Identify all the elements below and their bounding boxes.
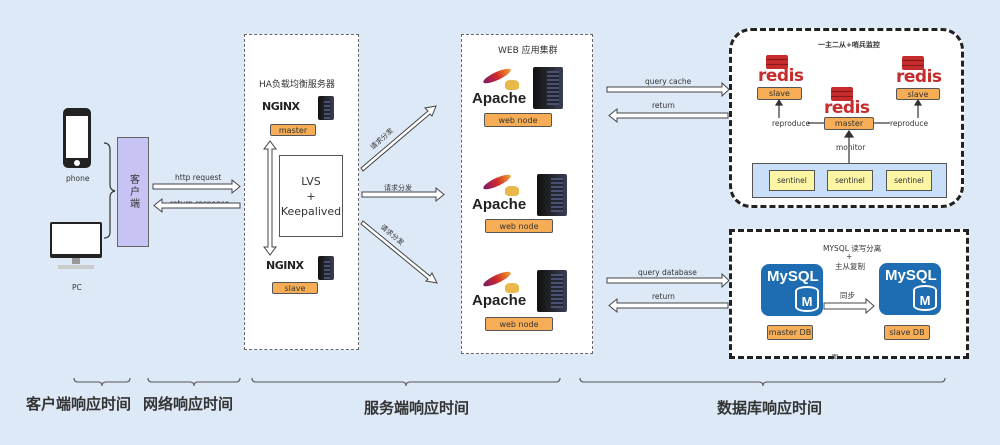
dispatch-label-mid: 请求分发 xyxy=(384,184,412,192)
mysql-logo-text: MySQL xyxy=(767,268,819,285)
device-brace xyxy=(103,142,116,239)
mysql-master-icon: MySQL M xyxy=(761,264,823,316)
redis-stack-icon xyxy=(902,56,924,70)
brace-network xyxy=(147,377,241,387)
smartphone-icon xyxy=(63,108,91,168)
server-icon xyxy=(533,67,563,109)
mysql-slave-icon: MySQL M xyxy=(879,263,941,315)
master-db-label: master DB xyxy=(767,325,813,340)
query-cache-arrow xyxy=(606,81,730,98)
master-label: master xyxy=(270,124,316,136)
load-balancer-title: HA负载均衡服务器 xyxy=(259,80,335,90)
client-box-label: 客户端 xyxy=(127,174,139,210)
apache-logo: Apache xyxy=(472,90,527,107)
web-node-label: web node xyxy=(485,219,553,233)
return-response-arrow xyxy=(153,197,241,214)
network-response-time-label: 网络响应时间 xyxy=(143,395,234,413)
tomcat-icon xyxy=(505,186,519,196)
nginx-logo-text: NGINX xyxy=(266,259,304,272)
brace-server xyxy=(251,377,561,387)
device-label-pc: PC xyxy=(72,283,82,292)
redis-logo-slave-right: redis xyxy=(896,67,942,87)
client-box: 客户端 xyxy=(117,137,149,247)
lvs-text: LVS xyxy=(301,174,321,188)
brace-client xyxy=(73,377,131,387)
sentinel-box: sentinel xyxy=(886,170,932,191)
apache-logo: Apache xyxy=(472,196,527,213)
query-cache-label: query cache xyxy=(645,77,692,86)
server-icon xyxy=(537,270,567,312)
reproduce-left-label: reproduce xyxy=(772,119,811,128)
brace-database xyxy=(579,377,946,387)
http-request-arrow xyxy=(152,178,241,195)
cache-return-arrow xyxy=(608,107,729,124)
nginx-logo-text: NGINX xyxy=(262,100,300,113)
query-database-label: query database xyxy=(638,268,697,277)
db-return-arrow xyxy=(608,297,729,314)
redis-logo-slave-left: redis xyxy=(758,66,804,86)
database-cylinder-icon: M xyxy=(913,285,937,311)
query-database-arrow xyxy=(606,272,730,289)
redis-replication-lines xyxy=(774,98,923,163)
slave-db-label: slave DB xyxy=(884,325,930,340)
nginx-logo-master: NGINX xyxy=(262,100,300,113)
lvs-keepalived-box: LVS + Keepalived xyxy=(279,155,343,237)
nginx-logo-slave: NGINX xyxy=(266,259,304,272)
mysql-sync-arrow xyxy=(823,297,875,315)
server-icon xyxy=(318,96,334,120)
sentinel-box: sentinel xyxy=(769,170,815,191)
db-return-label: return xyxy=(652,292,675,301)
cache-return-label: return xyxy=(652,101,675,110)
dispatch-arrow-down xyxy=(360,220,438,284)
sentinel-box: sentinel xyxy=(827,170,873,191)
redis-master-label: master xyxy=(824,117,874,130)
redis-logo-master: redis xyxy=(824,98,870,118)
redis-cluster-title: 一主二从+哨兵监控 xyxy=(818,41,880,49)
plus-text: + xyxy=(306,189,316,203)
dispatch-arrow-up xyxy=(360,105,437,172)
mysql-footnote: 图 xyxy=(832,354,839,361)
reproduce-right-label: reproduce xyxy=(890,119,929,128)
timing-braces xyxy=(73,377,946,387)
sync-label: 同步 xyxy=(840,291,855,300)
database-cylinder-icon: M xyxy=(795,286,819,312)
desktop-monitor-icon xyxy=(50,222,102,272)
failover-double-arrow xyxy=(263,140,277,256)
web-node-label: web node xyxy=(485,317,553,331)
mysql-title-line3: 主从复制 xyxy=(835,262,865,271)
web-node-label: web node xyxy=(484,113,552,127)
redis-stack-icon xyxy=(831,87,853,101)
web-cluster-title: WEB 应用集群 xyxy=(498,46,558,56)
client-response-time-label: 客户端响应时间 xyxy=(26,395,132,413)
database-response-time-label: 数据库响应时间 xyxy=(717,399,823,417)
redis-stack-icon xyxy=(766,55,788,69)
apache-logo: Apache xyxy=(472,292,527,309)
keepalived-text: Keepalived xyxy=(280,204,342,218)
web-cluster-panel xyxy=(461,34,593,354)
tomcat-icon xyxy=(505,283,519,293)
monitor-label: monitor xyxy=(836,143,866,152)
server-icon xyxy=(537,174,567,216)
mysql-title-line2: + xyxy=(846,252,853,261)
mysql-title-line1: MYSQL 读写分离 xyxy=(823,244,882,253)
mysql-logo-text: MySQL xyxy=(885,267,937,284)
slave-label: slave xyxy=(272,282,318,294)
redis-slave-left-label: slave xyxy=(757,87,802,100)
server-response-time-label: 服务端响应时间 xyxy=(364,399,470,417)
dispatch-arrow-mid xyxy=(361,186,445,203)
tomcat-icon xyxy=(505,80,519,90)
device-label-phone: phone xyxy=(66,174,90,183)
http-request-label: http request xyxy=(175,173,222,182)
server-icon xyxy=(318,256,334,280)
